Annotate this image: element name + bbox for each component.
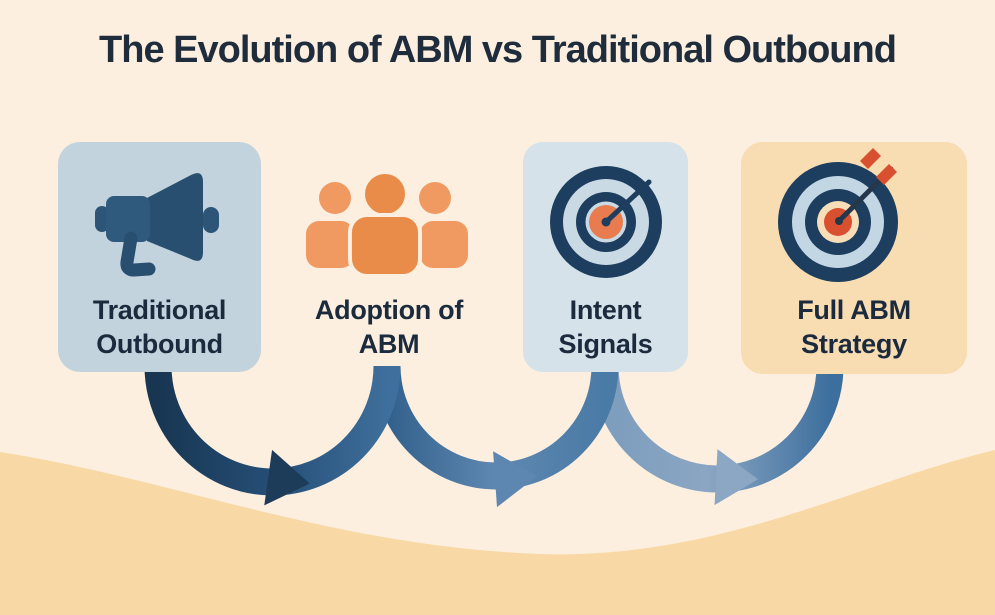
bottom-wave [0, 450, 995, 615]
target-icon [550, 166, 662, 278]
stage-label-line: Strategy [801, 329, 907, 359]
arrowhead-1-icon [264, 449, 310, 506]
stage-label-full-abm-strategy: Full ABM Strategy [741, 293, 967, 361]
people-group-icon [306, 170, 468, 278]
stage-label-line: Intent [569, 295, 642, 325]
stage-label-line: ABM [358, 329, 420, 359]
stage-label-line: Outbound [96, 329, 223, 359]
target-arrow-icon [778, 148, 898, 282]
stage-label-intent-signals: Intent Signals [523, 293, 688, 361]
megaphone-icon [95, 173, 219, 277]
stage-label-line: Signals [558, 329, 653, 359]
stage-label-adoption-of-abm: Adoption of ABM [289, 293, 489, 361]
page-title: The Evolution of ABM vs Traditional Outb… [99, 29, 897, 71]
arrowhead-2-icon [493, 451, 537, 508]
stage-label-traditional-outbound: Traditional Outbound [58, 293, 261, 361]
stage-label-line: Adoption of [314, 295, 464, 325]
arrowhead-3-icon [714, 449, 758, 506]
stage-card-traditional-outbound [58, 142, 261, 372]
stage-label-line: Traditional [92, 295, 227, 325]
stage-label-line: Full ABM [797, 295, 911, 325]
